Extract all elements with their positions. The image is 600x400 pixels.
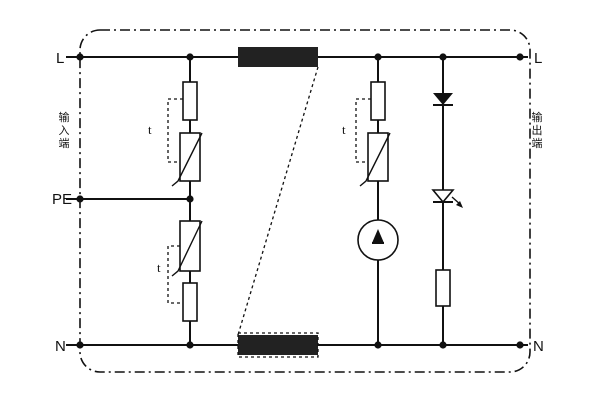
left-lower-varistor-slash — [171, 220, 203, 277]
left-upper-fuse — [182, 81, 198, 121]
label-thermal-right: t — [342, 122, 346, 137]
led-triangle — [431, 189, 455, 204]
terminal-pe — [76, 195, 84, 203]
label-l-out: L — [534, 50, 543, 67]
label-thermal-upper-left: t — [148, 122, 152, 137]
terminal-l-out — [516, 53, 524, 61]
label-thermal-lower-left: t — [157, 260, 161, 275]
right-thermal-link — [355, 98, 371, 163]
label-input-side: 输入端 — [58, 111, 70, 150]
junction-l-left — [186, 53, 194, 61]
left-lower-thermal-link — [167, 245, 183, 304]
junction-l-right — [439, 53, 447, 61]
right-fuse — [370, 81, 386, 121]
inductor-coupling-line — [237, 66, 319, 336]
gas-discharge-tube-arrow — [372, 229, 384, 243]
right-varistor-slash — [359, 132, 391, 187]
inductor-bottom — [238, 335, 318, 355]
junction-n-right — [439, 341, 447, 349]
terminal-l-in — [76, 53, 84, 61]
label-n-out: N — [533, 338, 544, 355]
terminal-n-out — [516, 341, 524, 349]
junction-l-middle — [374, 53, 382, 61]
label-l-in: L — [56, 50, 65, 67]
label-n-in: N — [55, 338, 66, 355]
inductor-top — [238, 47, 318, 67]
left-upper-thermal-link — [167, 98, 183, 163]
terminal-n-in — [76, 341, 84, 349]
junction-pe — [186, 195, 194, 203]
enclosure-boundary — [79, 29, 531, 373]
junction-n-left — [186, 341, 194, 349]
resistor — [435, 269, 451, 307]
label-pe: PE — [52, 191, 73, 208]
diode — [433, 93, 453, 105]
junction-n-middle — [374, 341, 382, 349]
left-upper-varistor-slash — [171, 132, 203, 187]
inductor-bottom-dashed-outline — [237, 332, 319, 358]
left-lower-fuse — [182, 282, 198, 322]
label-output-side: 输出端 — [531, 111, 543, 150]
led-emission-arrowhead — [456, 201, 463, 208]
